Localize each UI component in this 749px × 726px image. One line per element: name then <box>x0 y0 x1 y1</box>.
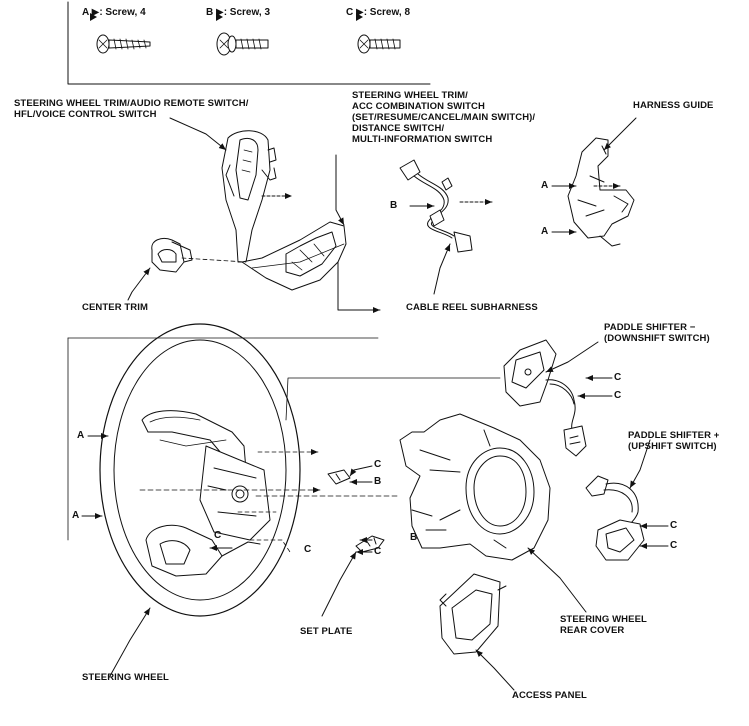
tag-screw-b: B <box>390 200 398 211</box>
label-access-panel: ACCESS PANEL <box>512 690 587 701</box>
screw-b-icon <box>216 32 269 56</box>
legend-screw-c: C ▶: Screw, 8 <box>346 7 411 18</box>
tag-screw-b: B <box>374 476 382 487</box>
tag-screw-c: C <box>614 372 622 383</box>
label-paddle-upshift: PADDLE SHIFTER + (UPSHIFT SWITCH) <box>628 430 720 452</box>
access-panel-part <box>439 573 507 655</box>
legend-frame <box>67 1 431 85</box>
tag-screw-b: B <box>410 532 418 543</box>
tag-screw-c: C <box>670 520 678 531</box>
rear-cover-part <box>399 413 551 561</box>
tag-screw-c: C <box>670 540 678 551</box>
trim-acc-part <box>241 221 347 291</box>
tag-screw-c: C <box>304 544 312 555</box>
center-trim-line <box>181 257 247 263</box>
cable-reel-part <box>399 159 473 253</box>
label-cable-reel: CABLE REEL SUBHARNESS <box>406 302 538 313</box>
label-center-trim: CENTER TRIM <box>82 302 149 313</box>
trim-audio-part <box>221 130 277 263</box>
center-trim-part <box>151 237 193 273</box>
label-harness-guide: HARNESS GUIDE <box>633 100 714 111</box>
paddle-upshift-part <box>585 475 645 561</box>
screw-a-icon <box>96 34 151 54</box>
paddle-downshift-part <box>503 339 587 457</box>
tag-screw-a: A <box>72 510 80 521</box>
legend-screw-b: B ▶: Screw, 3 <box>206 7 271 18</box>
tag-screw-c: C <box>374 459 382 470</box>
label-rear-cover: STEERING WHEEL REAR COVER <box>560 614 647 636</box>
label-trim-audio: STEERING WHEEL TRIM/AUDIO REMOTE SWITCH/… <box>14 98 249 120</box>
steering-wheel-part <box>99 323 301 617</box>
small-clip-part <box>327 469 351 485</box>
tag-screw-c: C <box>614 390 622 401</box>
label-steering-wheel: STEERING WHEEL <box>82 672 169 683</box>
tag-screw-c: C <box>214 530 222 541</box>
label-set-plate: SET PLATE <box>300 626 353 637</box>
screw-c-icon <box>357 34 401 54</box>
tag-screw-a: A <box>541 180 549 191</box>
tag-screw-a: A <box>77 430 85 441</box>
label-paddle-downshift: PADDLE SHIFTER − (DOWNSHIFT SWITCH) <box>604 322 710 344</box>
legend-screw-a: A ▶: Screw, 4 <box>82 7 146 18</box>
tag-screw-c: C <box>374 546 382 557</box>
label-trim-acc: STEERING WHEEL TRIM/ ACC COMBINATION SWI… <box>352 90 536 145</box>
tag-screw-a: A <box>541 226 549 237</box>
